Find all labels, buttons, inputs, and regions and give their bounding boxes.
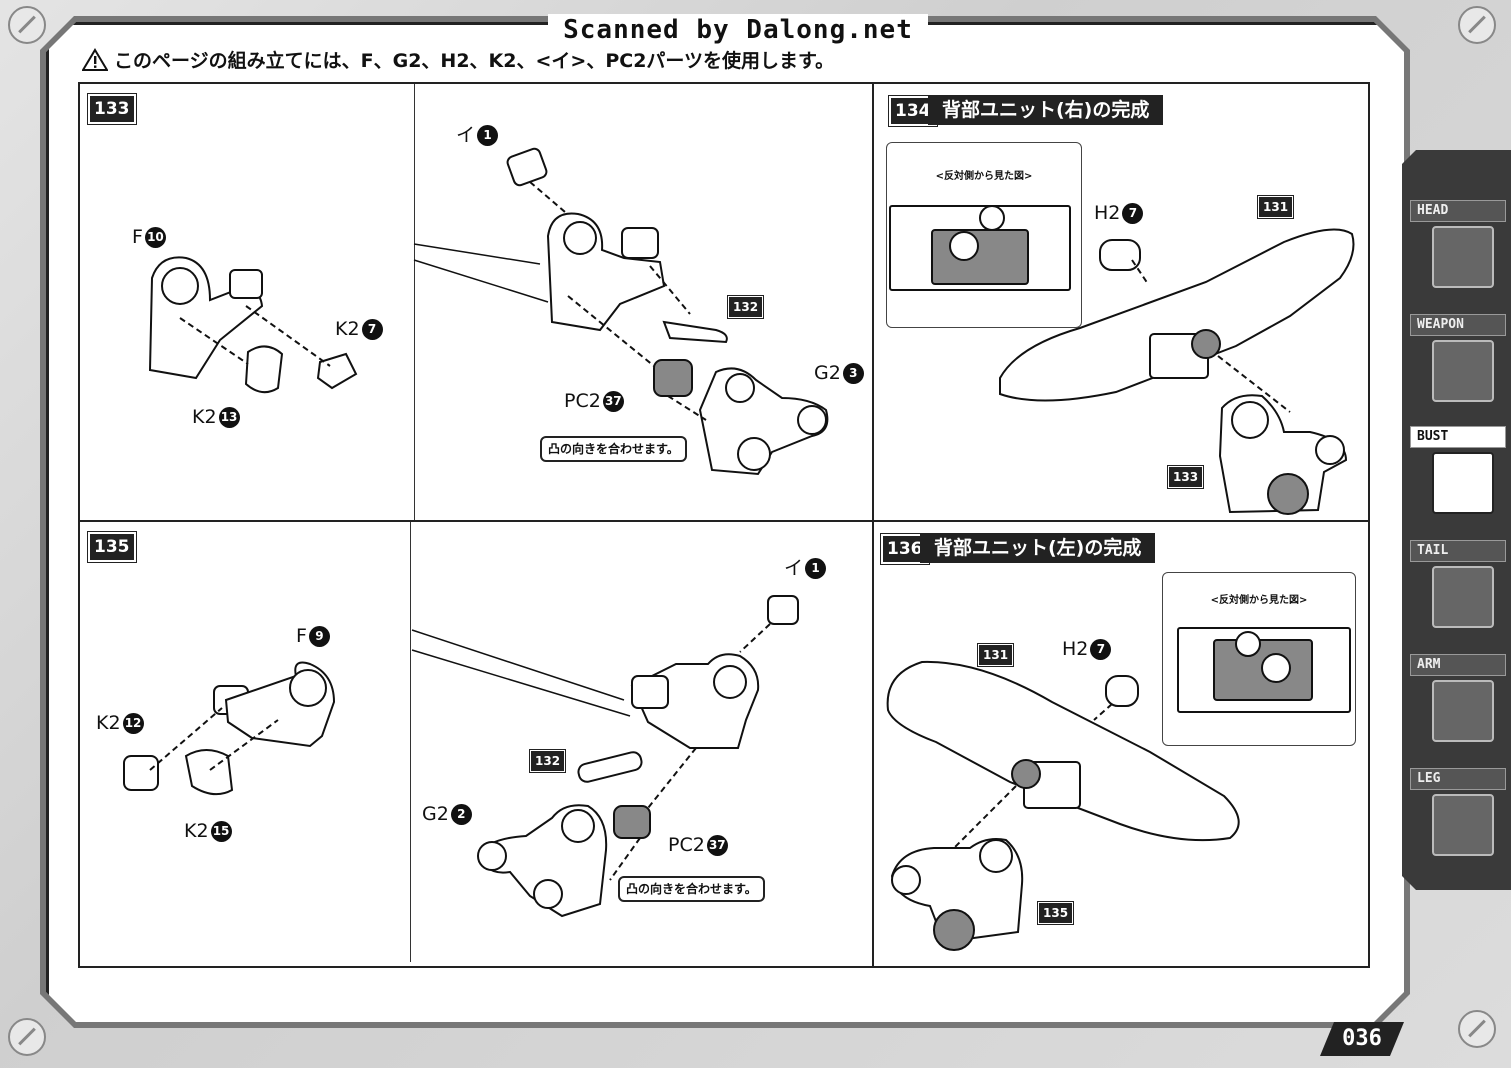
corner-bolt-icon bbox=[1458, 1010, 1496, 1048]
head-icon bbox=[1432, 226, 1494, 288]
instruction-grid bbox=[78, 82, 1370, 968]
alignment-note: 凸の向きを合わせます。 bbox=[540, 436, 687, 462]
tab-bust[interactable]: BUST bbox=[1410, 426, 1506, 526]
tab-label: ARM bbox=[1410, 654, 1506, 676]
notice-text: このページの組み立てには、F、G2、H2、K2、<イ>、PC2パーツを使用します… bbox=[114, 50, 835, 72]
weapon-icon bbox=[1432, 340, 1494, 402]
part-number: 37 bbox=[602, 390, 624, 412]
part-number: 9 bbox=[308, 625, 330, 647]
tab-head[interactable]: HEAD bbox=[1410, 200, 1506, 300]
subassembly-tag-131: 131 bbox=[1256, 195, 1295, 219]
subassembly-tag-131: 131 bbox=[976, 643, 1015, 667]
part-letter: H2 bbox=[1094, 202, 1121, 224]
step-135-number: 135 bbox=[87, 531, 137, 563]
subassembly-tag-132: 132 bbox=[726, 295, 765, 319]
step-134-title: 背部ユニット(右)の完成 bbox=[928, 95, 1164, 125]
tab-label: LEG bbox=[1410, 768, 1506, 790]
part-number: 1 bbox=[477, 124, 499, 146]
part-letter: PC2 bbox=[564, 390, 601, 412]
part-letter: PC2 bbox=[668, 834, 705, 856]
step-135-divider bbox=[410, 522, 411, 962]
back-unit-right-illustration bbox=[889, 205, 1355, 515]
warning-icon bbox=[82, 47, 108, 71]
part-letter: F bbox=[132, 226, 143, 248]
inset-caption: <反対側から見た図> bbox=[1210, 595, 1308, 606]
tab-label: WEAPON bbox=[1410, 314, 1506, 336]
part-number: 37 bbox=[706, 834, 728, 856]
part-letter: F bbox=[296, 625, 307, 647]
part-number: 10 bbox=[144, 226, 166, 248]
alignment-note: 凸の向きを合わせます。 bbox=[618, 876, 765, 902]
tab-tail[interactable]: TAIL bbox=[1410, 540, 1506, 640]
part-letter: K2 bbox=[184, 820, 209, 842]
frame-part-illustration bbox=[123, 661, 336, 796]
bust-icon bbox=[1432, 452, 1494, 514]
part-number: 1 bbox=[805, 557, 827, 579]
tab-label: TAIL bbox=[1410, 540, 1506, 562]
tab-label: BUST bbox=[1410, 426, 1506, 448]
inset-caption: <反対側から見た図> bbox=[935, 171, 1033, 182]
step-133-number: 133 bbox=[87, 93, 137, 125]
part-number: 7 bbox=[361, 318, 383, 340]
frame-part-illustration bbox=[148, 256, 358, 394]
arm-assembly-illustration bbox=[411, 595, 799, 918]
part-number: 3 bbox=[842, 362, 864, 384]
part-number: 2 bbox=[450, 803, 472, 825]
part-letter: K2 bbox=[96, 712, 121, 734]
part-letter: G2 bbox=[422, 803, 449, 825]
part-letter: H2 bbox=[1062, 638, 1089, 660]
tab-weapon[interactable]: WEAPON bbox=[1410, 314, 1506, 414]
part-number: 15 bbox=[210, 820, 232, 842]
part-letter: イ bbox=[784, 557, 804, 579]
parts-notice: このページの組み立てには、F、G2、H2、K2、<イ>、PC2パーツを使用します… bbox=[82, 46, 834, 73]
tail-icon bbox=[1432, 566, 1494, 628]
subassembly-tag-132: 132 bbox=[528, 749, 567, 773]
tab-leg[interactable]: LEG bbox=[1410, 768, 1506, 868]
leg-icon bbox=[1432, 794, 1494, 856]
part-letter: イ bbox=[456, 124, 476, 146]
tab-arm[interactable]: ARM bbox=[1410, 654, 1506, 754]
arm-icon bbox=[1432, 680, 1494, 742]
part-letter: K2 bbox=[192, 406, 217, 428]
part-letter: K2 bbox=[335, 318, 360, 340]
part-number: 12 bbox=[122, 712, 144, 734]
step-136-title: 背部ユニット(左)の完成 bbox=[920, 533, 1156, 563]
scan-credit: Scanned by Dalong.net bbox=[548, 14, 928, 46]
tab-label: HEAD bbox=[1410, 200, 1506, 222]
corner-bolt-icon bbox=[8, 6, 46, 44]
page-number: 036 bbox=[1320, 1022, 1404, 1056]
content-panel bbox=[46, 22, 1404, 1022]
part-number: 7 bbox=[1122, 202, 1144, 224]
arm-assembly-illustration bbox=[413, 147, 829, 476]
grid-divider-horizontal bbox=[78, 520, 1368, 522]
step-133-divider bbox=[414, 84, 415, 520]
subassembly-tag-133: 133 bbox=[1166, 465, 1205, 489]
part-letter: G2 bbox=[814, 362, 841, 384]
subassembly-tag-135: 135 bbox=[1036, 901, 1075, 925]
corner-bolt-icon bbox=[8, 1018, 46, 1056]
back-unit-left-illustration bbox=[886, 627, 1351, 951]
corner-bolt-icon bbox=[1458, 6, 1496, 44]
grid-divider-vertical bbox=[872, 82, 874, 966]
part-number: 7 bbox=[1090, 638, 1112, 660]
part-number: 13 bbox=[218, 406, 240, 428]
